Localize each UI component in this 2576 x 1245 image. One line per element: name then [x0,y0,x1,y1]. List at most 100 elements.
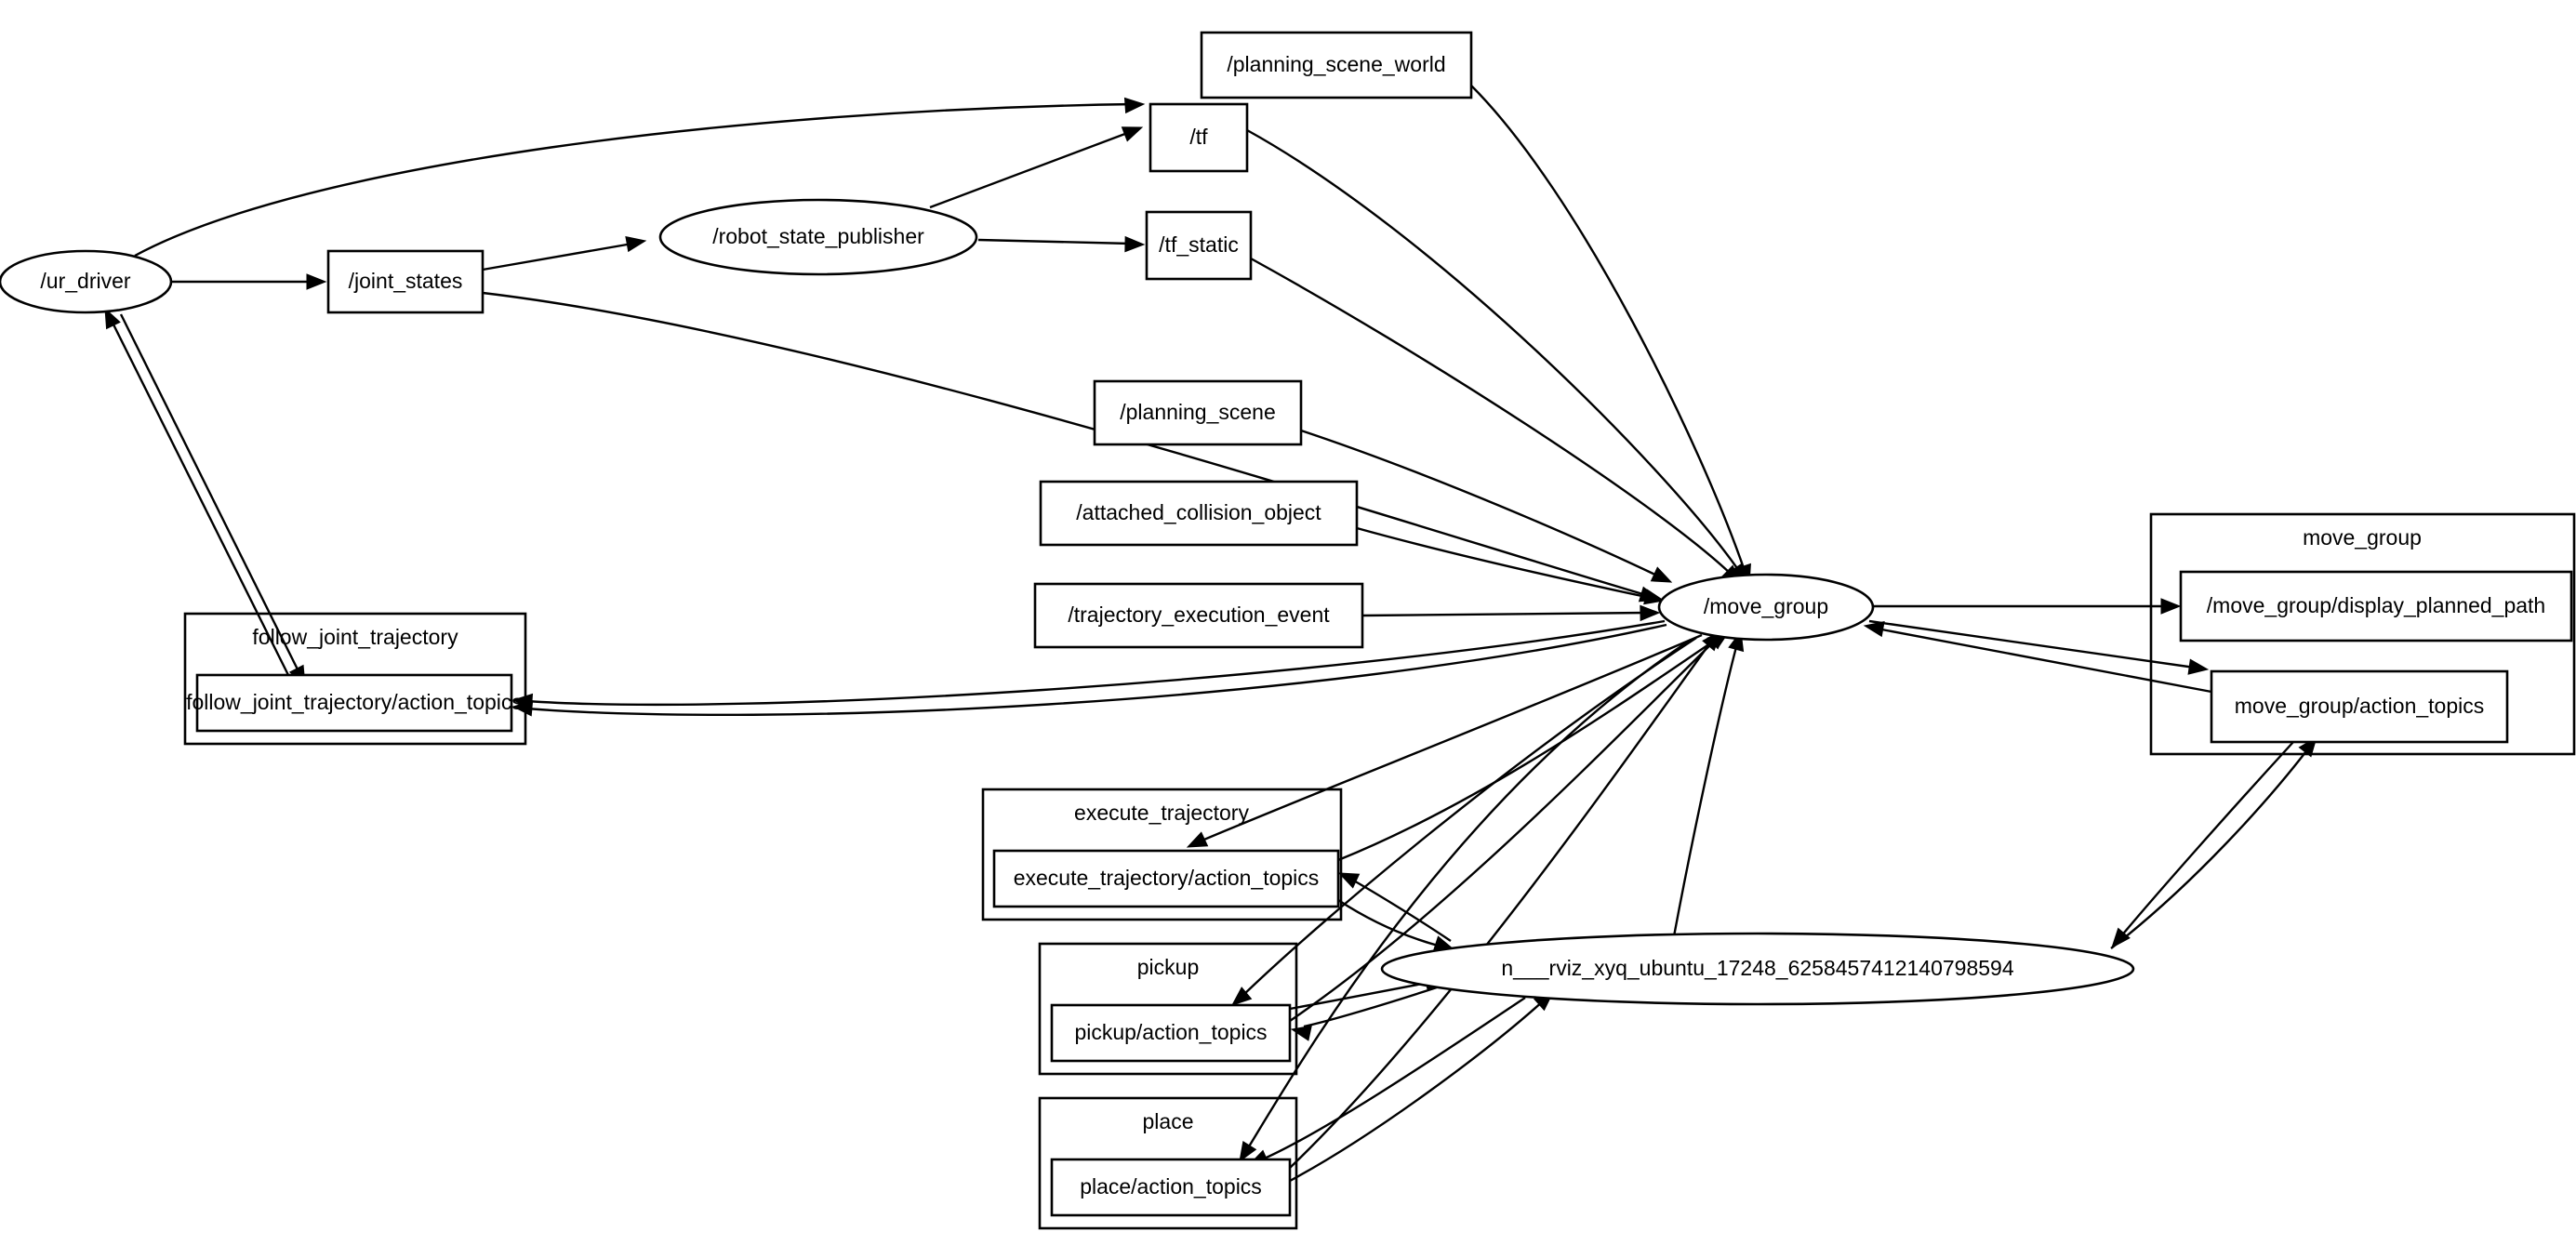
edge-line [1289,641,1712,1169]
edge-line [1300,429,1660,578]
graph-node-trajectory_execution_event[interactable]: /trajectory_execution_event [1033,582,1364,649]
edge-line [1337,637,1720,862]
node-rect[interactable] [1033,582,1364,649]
arrow-head-icon [1863,620,1885,638]
edge-line [1303,986,1438,1028]
arrow-head-icon [1337,872,1361,889]
edge-line [1361,611,1647,617]
node-rect[interactable] [1149,102,1249,173]
edge-line [1250,257,1733,576]
graph-node-joint_states[interactable]: /joint_states [326,249,485,314]
edge-robot_state_publisher-to-tf [929,126,1144,209]
arrow-head-icon [1123,97,1146,114]
edge-move_group_node-to-follow_joint_trajectory_action_topics [511,623,1667,717]
edge-joint_states-to-robot_state_publisher [482,235,647,272]
edge-ur_driver-to-joint_states [171,273,327,290]
node-ellipse[interactable] [658,198,978,276]
edge-ur_driver-to-tf [134,97,1146,258]
arrow-head-icon [1640,604,1661,622]
graph-node-attached_collision_object[interactable]: /attached_collision_object [1039,480,1359,547]
edge-line [110,320,290,676]
edge-move_group_node-to-execute_trajectory_action_topics [1186,633,1703,848]
edge-line [1289,1000,1545,1183]
arrow-head-icon [1186,831,1209,848]
node-rect[interactable] [2179,570,2573,642]
node-ellipse[interactable] [1657,573,1875,642]
edge-move_group_node-to-move_group_display_planned_path [1873,598,2182,615]
edge-line [1337,898,1442,948]
edge-rviz_node-to-pickup_action_topics [1290,986,1438,1041]
graph-node-move_group_action_topics[interactable]: move_group/action_topics [2210,669,2509,744]
arrow-head-icon [511,700,534,717]
graph-node-planning_scene_world[interactable]: /planning_scene_world [1200,31,1473,99]
edge-line [1289,639,1717,1022]
node-rect[interactable] [1200,31,1473,99]
edge-line [1672,642,1739,937]
arrow-head-icon [1230,987,1253,1006]
edge-move_group_node-to-move_group_action_topics [1868,619,2210,675]
node-rect[interactable] [2210,669,2509,744]
edge-line [1259,997,1526,1162]
edges-layer [104,85,2317,1183]
node-rect[interactable] [326,249,485,314]
arrow-head-icon [2160,598,2182,615]
edge-line [1241,636,1697,998]
edge-line [119,313,301,674]
edge-attached_collision_object-to-move_group_node [1356,526,1666,605]
arrow-head-icon [1124,235,1146,253]
edge-execute_trajectory_action_topics-to-move_group_node [1337,629,1732,862]
graph-node-tf[interactable]: /tf [1149,102,1249,173]
arrow-head-icon [1290,1025,1312,1041]
graph-node-robot_state_publisher[interactable]: /robot_state_publisher [658,198,978,276]
edge-execute_trajectory_action_topics-to-rviz_node [1337,898,1455,951]
graph-node-rviz_node[interactable]: n___rviz_xyq_ubuntu_17248_62584574121407… [1380,932,2135,1006]
arrow-head-icon [2111,927,2131,949]
edge-move_group_action_topics-to-rviz_node [2111,741,2294,949]
arrow-head-icon [104,307,121,330]
edge-line [1349,877,1452,942]
edge-line [1868,619,2196,669]
edge-line [2119,741,2294,938]
graph-node-execute_trajectory_action_topics[interactable]: execute_trajectory/action_topics [992,849,1340,908]
graph-node-ur_driver[interactable]: /ur_driver [0,249,173,314]
node-rect[interactable] [992,849,1340,908]
node-ellipse[interactable] [0,249,173,314]
edge-rviz_node-to-move_group_node [1672,629,1745,937]
edge-line [525,619,1666,707]
edge-line [134,102,1135,258]
edge-rviz_node-to-execute_trajectory_action_topics [1337,872,1452,942]
edge-rviz_node-to-move_group_action_topics [2110,735,2317,949]
edge-line [1244,639,1692,1152]
graph-node-tf_static[interactable]: /tf_static [1145,210,1253,281]
node-rect[interactable] [1145,210,1253,281]
graph-node-pickup_action_topics[interactable]: pickup/action_topics [1050,1003,1292,1063]
graph-node-move_group_display_planned_path[interactable]: /move_group/display_planned_path [2179,570,2573,642]
arrow-head-icon [1650,566,1673,583]
edge-line [1470,85,1746,572]
node-rect[interactable] [195,673,513,733]
edge-move_group_node-to-place_action_topics [1239,639,1692,1163]
node-rect[interactable] [1050,1158,1292,1217]
node-rect[interactable] [1093,379,1303,446]
graph-node-follow_joint_trajectory_action_topics[interactable]: follow_joint_trajectory/action_topics [186,673,523,733]
graph-node-move_group_node[interactable]: /move_group [1657,573,1875,642]
arrow-head-icon [625,235,647,253]
edge-line [482,242,633,272]
node-rect[interactable] [1039,480,1359,547]
graph-node-place_action_topics[interactable]: place/action_topics [1050,1158,1292,1217]
arrow-head-icon [1643,589,1666,605]
edge-line [1199,633,1703,843]
edge-line [1246,128,1740,572]
edge-line [1876,627,2212,694]
arrow-head-icon [1239,1140,1257,1163]
arrow-head-icon [2187,658,2210,675]
node-ellipse[interactable] [1380,932,2135,1006]
edge-place_action_topics-to-move_group_node [1289,629,1721,1169]
edge-robot_state_publisher-to-tf_static [977,235,1146,253]
graph-node-planning_scene[interactable]: /planning_scene [1093,379,1303,446]
edge-move_group_action_topics-to-move_group_node [1863,620,2212,694]
node-rect[interactable] [1050,1003,1292,1063]
edge-line [1356,526,1652,600]
